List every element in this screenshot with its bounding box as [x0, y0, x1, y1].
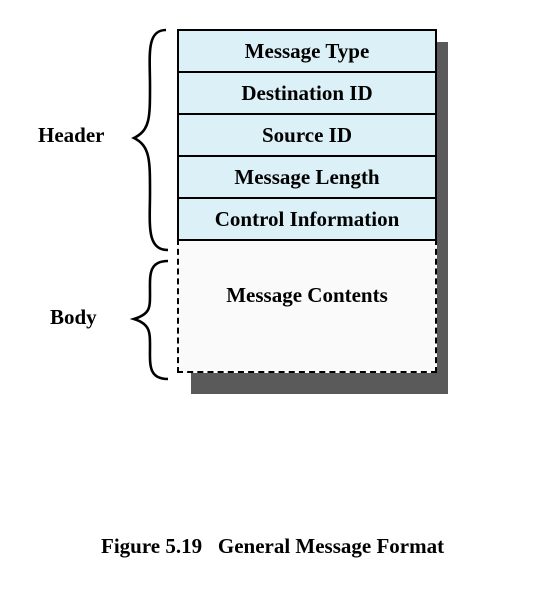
body-label: Body [50, 305, 97, 329]
field-destination-id: Destination ID [177, 71, 437, 115]
field-message-length: Message Length [177, 155, 437, 199]
header-label: Header [38, 123, 105, 147]
message-format-stack: Message Type Destination ID Source ID Me… [177, 29, 437, 373]
figure-caption: Figure 5.19 General Message Format [101, 534, 444, 559]
figure-number: Figure 5.19 [101, 534, 203, 558]
field-message-contents: Message Contents [177, 239, 437, 373]
figure-title: General Message Format [217, 534, 445, 558]
body-brace [129, 259, 169, 381]
message-contents-label: Message Contents [226, 283, 388, 307]
header-brace [131, 28, 169, 252]
field-source-id: Source ID [177, 113, 437, 157]
field-control-information: Control Information [177, 197, 437, 241]
field-message-type: Message Type [177, 29, 437, 73]
